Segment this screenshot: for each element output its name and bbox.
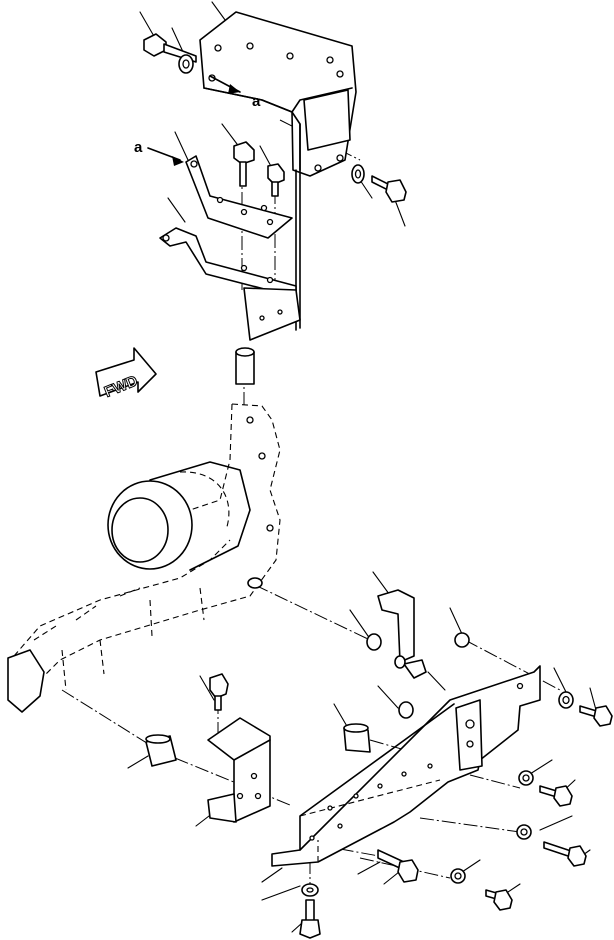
bolt-right-lower [516,824,587,867]
spacer-left [145,734,177,767]
engine-reference [7,403,281,713]
spacer-center [343,723,371,753]
bolt-right-upper [558,691,613,727]
label-a-left: a [134,139,143,156]
reference-arrow-a-upper: a [209,75,261,110]
bolt-right-mid [518,770,573,807]
bolt-bottom-center [377,849,419,883]
bolt-bottom-vertical [299,883,321,939]
bolt-center-pair [233,141,285,197]
bolt-left-mid [209,673,229,711]
mounting-bracket-mid [366,589,427,679]
reference-arrow-a-left: a [134,139,184,166]
fwd-direction-arrow: FWD [95,347,157,401]
vertical-bracket [207,717,271,823]
upper-bracket [199,11,357,331]
nuts-mid [398,632,470,719]
bolt-top-left [143,33,197,74]
mounting-plate-upper [185,155,293,239]
angle-bracket-upper [159,227,301,341]
bolt-bottom-right [450,868,513,911]
label-a-upper: a [252,93,261,110]
long-lower-bracket [271,665,541,867]
bolt-right-top [351,164,407,203]
spacer-upper [235,347,255,385]
